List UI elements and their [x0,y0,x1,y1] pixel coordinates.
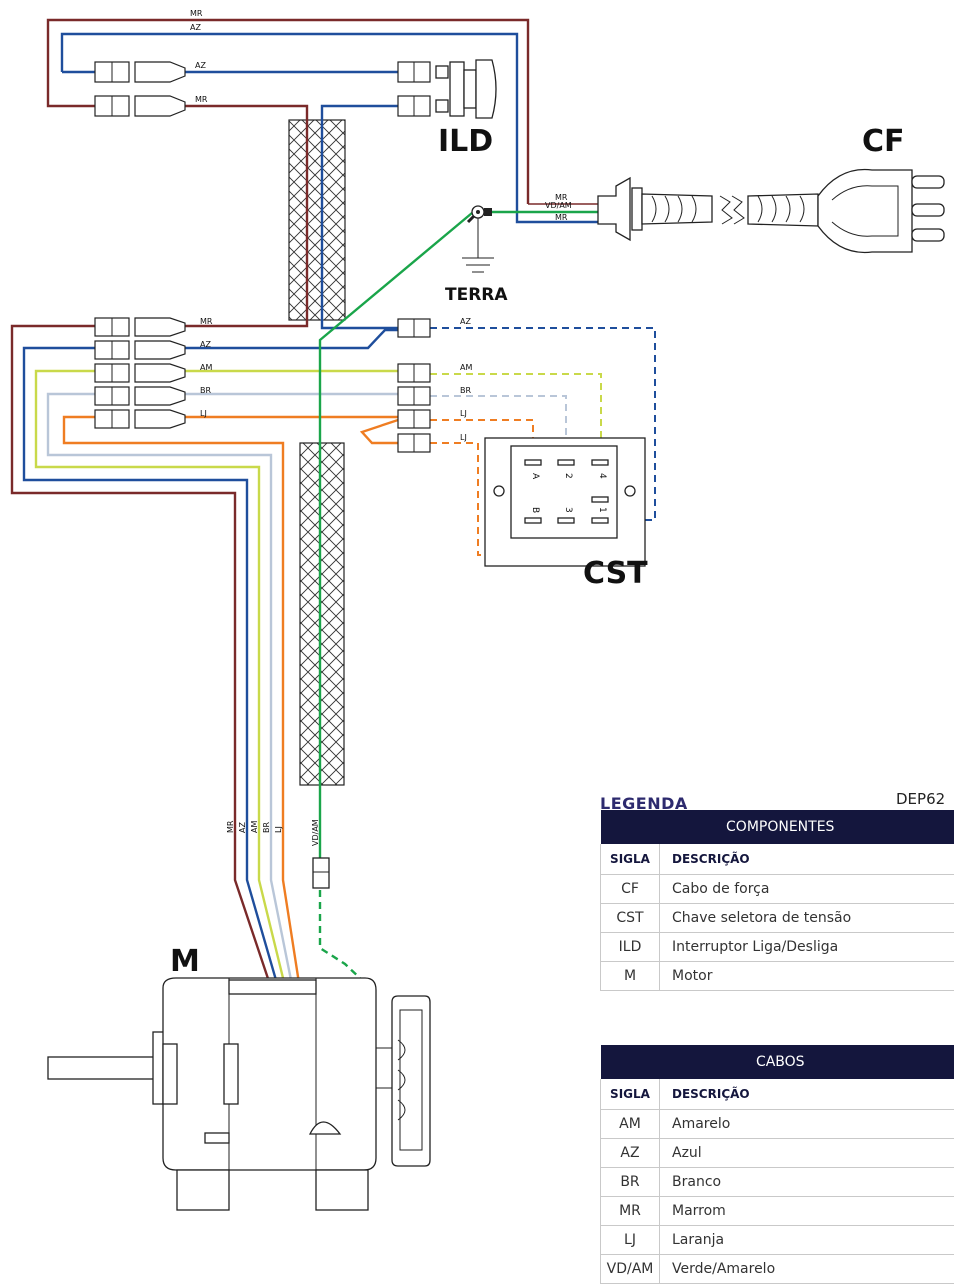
wire-mr-main [10,322,319,1126]
table-row: M Motor [600,961,954,991]
label-az-vert: AZ [238,822,247,833]
ild-label: ILD [438,124,493,159]
wire-az-main [22,328,398,1126]
label-mr-top: MR [190,9,203,18]
sigla-cell: MR [600,1196,660,1226]
label-az-left: AZ [200,340,211,349]
desc-cell: Motor [659,961,954,991]
label-lj-right2: LJ [460,433,467,442]
label-az-top: AZ [190,23,201,32]
desc-cell: Cabo de força [659,874,954,904]
ground-connector [312,857,330,889]
sigla-cell: M [600,961,660,991]
wire-am-main [34,369,398,1126]
upper-sleeve [288,119,346,321]
cst-pin-4: 4 [597,473,607,479]
desc-cell: Branco [659,1167,954,1197]
col-sigla: SIGLA [600,844,660,875]
table-row: BR Branco [600,1167,954,1197]
col-descricao: DESCRIÇÃO [659,1079,954,1110]
table-row: ILD Interruptor Liga/Desliga [600,932,954,962]
sigla-cell: CST [600,903,660,933]
label-mr-cf2: MR [555,213,568,222]
table-row: CF Cabo de força [600,874,954,904]
wire-labels: MR AZ AZ MR MR VD/AM MR MR AZ AM BR LJ A… [190,9,572,846]
table-row: AZ Azul [600,1138,954,1168]
label-vdam-vert: VD/AM [311,819,320,846]
table-row: AM Amarelo [600,1109,954,1139]
diagram-code: DEP62 [896,790,946,808]
lower-sleeve [299,442,345,786]
cables-table-header: CABOS [600,1045,954,1079]
label-az-right: AZ [460,317,471,326]
sigla-cell: VD/AM [600,1254,660,1284]
sigla-cell: AZ [600,1138,660,1168]
cst-pin-2: 2 [563,473,573,479]
label-mr-cf: MR [555,193,568,202]
motor [47,977,431,1211]
label-mr-vert: MR [226,820,235,833]
label-lj-left: LJ [200,409,207,418]
desc-cell: Azul [659,1138,954,1168]
ild-switch [435,59,497,119]
ground-symbol [462,205,494,273]
label-br-vert: BR [262,822,271,833]
desc-cell: Amarelo [659,1109,954,1139]
desc-cell: Verde/Amarelo [659,1254,954,1284]
components-table: COMPONENTES SIGLA DESCRIÇÃO CF Cabo de f… [600,810,954,991]
desc-cell: Chave seletora de tensão [659,903,954,933]
table-row: LJ Laranja [600,1225,954,1255]
label-mr-ild: MR [195,95,208,104]
table-row: MR Marrom [600,1196,954,1226]
cst-label: CST [583,556,648,591]
sigla-cell: BR [600,1167,660,1197]
wire-br-main [46,392,398,1126]
label-mr-left: MR [200,317,213,326]
motor-label: M [170,944,200,979]
wire-az-top [60,32,600,330]
components-table-header: COMPONENTES [600,810,954,844]
desc-cell: Laranja [659,1225,954,1255]
label-lj-vert: LJ [274,826,283,833]
wire-mr-top [46,18,600,322]
connectors-right [397,61,431,453]
label-lj-right: LJ [460,409,467,418]
dashed-lj [430,419,569,556]
col-sigla: SIGLA [600,1079,660,1110]
col-descricao: DESCRIÇÃO [659,844,954,875]
label-am-left: AM [200,363,212,372]
cst-pin-1: 1 [597,507,607,513]
cf-label: CF [862,124,905,159]
legend-title: LEGENDA [600,794,688,813]
desc-cell: Marrom [659,1196,954,1226]
cst-pin-b: B [530,507,540,513]
terra-label: TERRA [445,285,508,305]
label-am-right: AM [460,363,472,372]
label-am-vert: AM [250,821,259,833]
desc-cell: Interruptor Liga/Desliga [659,932,954,962]
sigla-cell: CF [600,874,660,904]
dashed-am [430,373,602,462]
cables-table: CABOS SIGLA DESCRIÇÃO AM Amarelo AZ Azul… [600,1045,954,1284]
sigla-cell: LJ [600,1225,660,1255]
label-br-right: BR [460,386,471,395]
table-row: CST Chave seletora de tensão [600,903,954,933]
table-row: VD/AM Verde/Amarelo [600,1254,954,1284]
cf-power-cord [597,168,945,254]
label-vdam-cf: VD/AM [545,201,572,210]
label-br-left: BR [200,386,211,395]
connectors-left [94,61,186,429]
cst-switch: A 2 4 B 3 1 [484,437,646,567]
wire-vdam [318,210,600,981]
sigla-cell: AM [600,1109,660,1139]
wire-lj-main [62,415,399,1126]
cst-pin-3: 3 [563,507,573,513]
cst-pin-a: A [530,473,540,480]
label-az-ild: AZ [195,61,206,70]
sigla-cell: ILD [600,932,660,962]
